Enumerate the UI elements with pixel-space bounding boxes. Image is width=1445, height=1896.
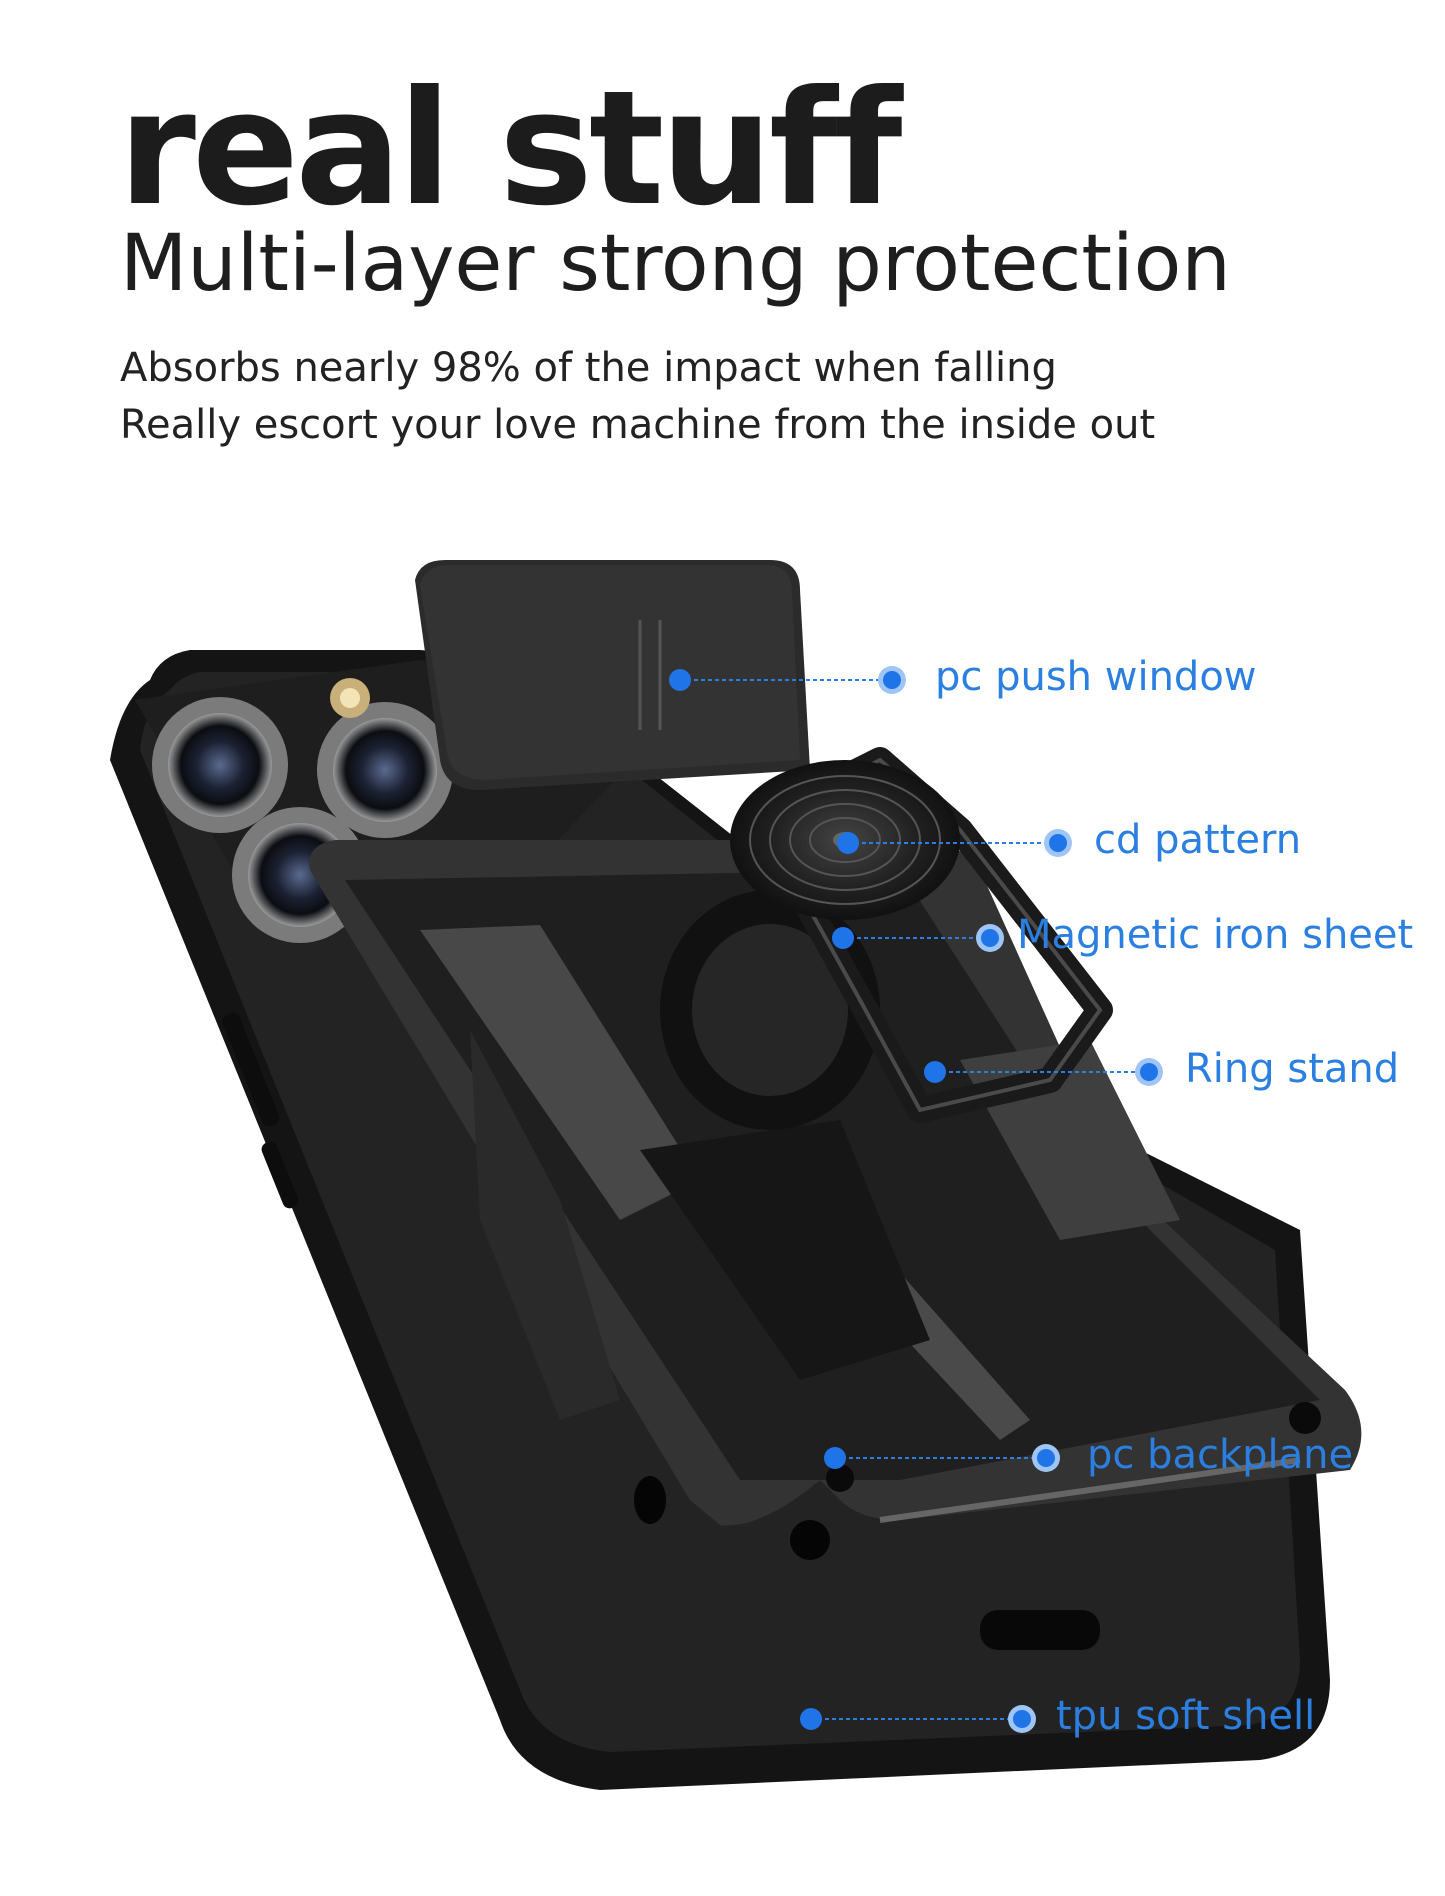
label-pc-backplane: pc backplane <box>1087 1432 1354 1478</box>
pc-push-window <box>415 560 810 790</box>
label-ring-stand: Ring stand <box>1185 1046 1400 1092</box>
description-line-2: Really escort your love machine from the… <box>120 402 1156 448</box>
label-pc-push-window: pc push window <box>935 654 1257 700</box>
pc-backplane <box>309 840 1362 1526</box>
label-magnetic-iron-sheet: Magnetic iron sheet <box>1017 912 1414 958</box>
label-cd-pattern: cd pattern <box>1094 817 1302 863</box>
label-tpu-soft-shell: tpu soft shell <box>1056 1693 1316 1739</box>
description-line-1: Absorbs nearly 98% of the impact when fa… <box>120 345 1057 391</box>
headline-subtitle: Multi-layer strong protection <box>120 219 1231 309</box>
callout-connectors <box>669 666 1163 1733</box>
headline-title: real stuff <box>118 57 902 241</box>
